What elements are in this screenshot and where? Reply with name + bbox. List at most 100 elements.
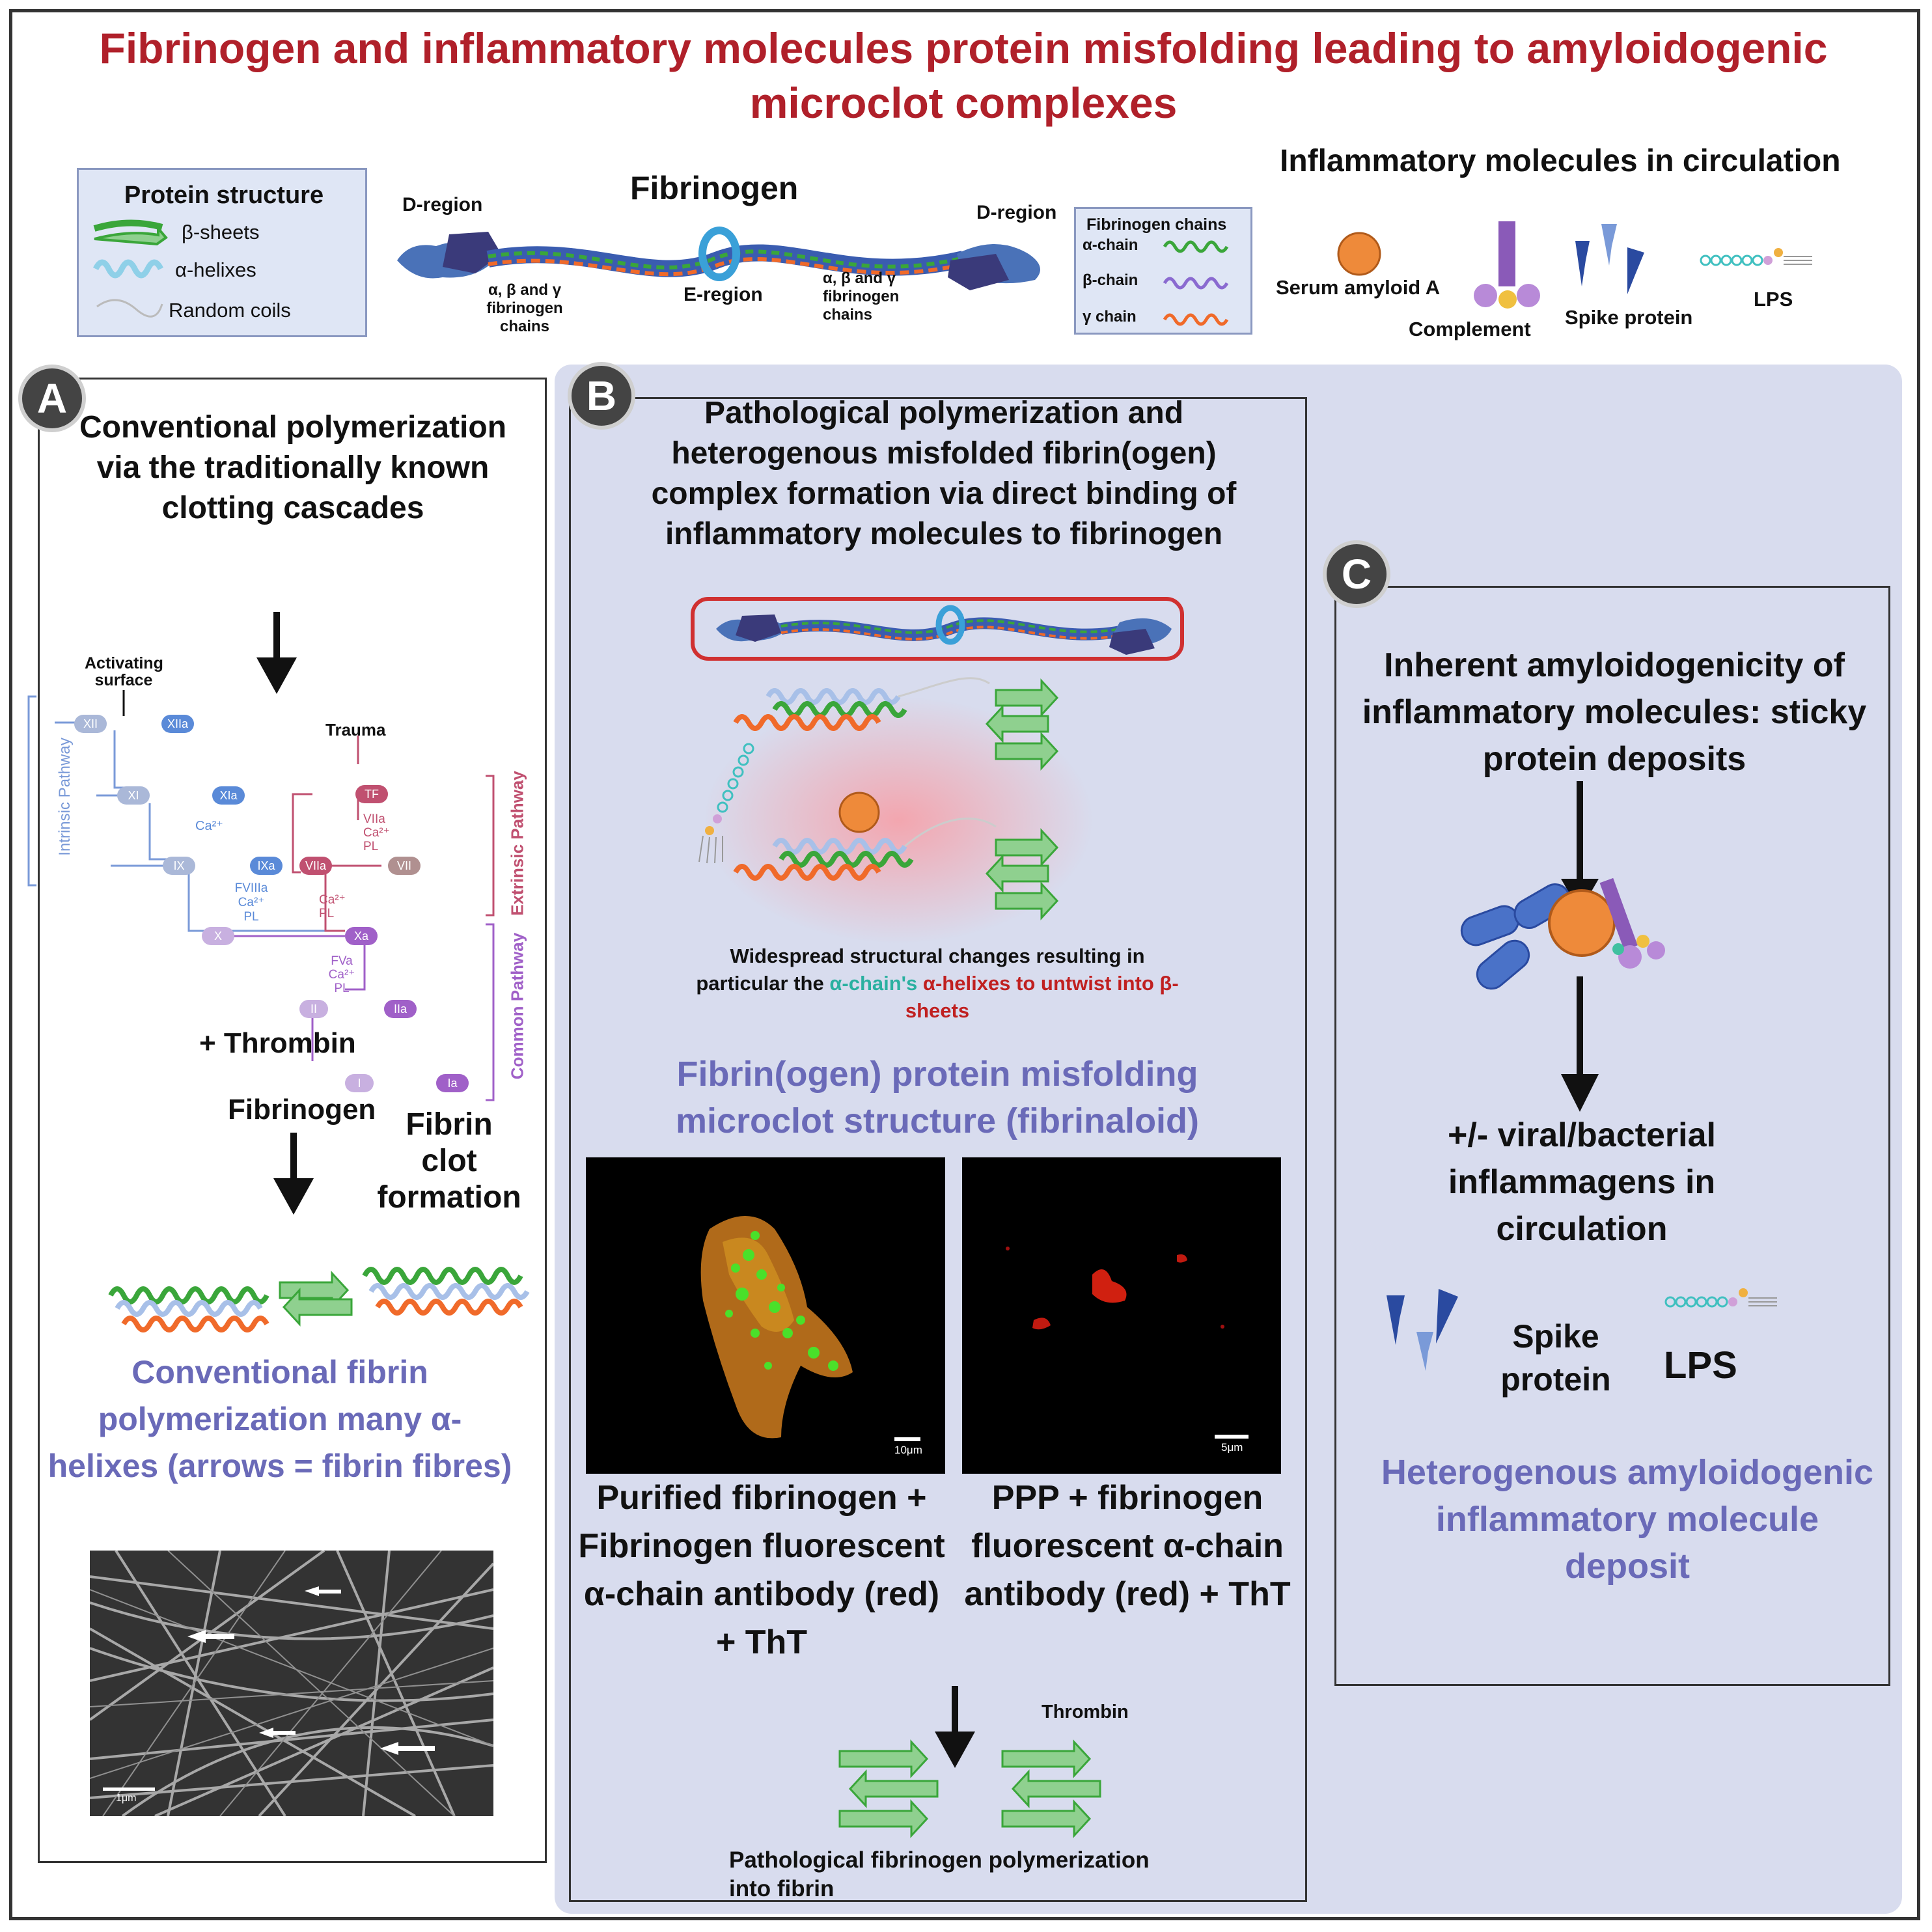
e-region-label: E-region — [683, 284, 763, 305]
factor-xia: XIa — [212, 786, 245, 805]
d-region-left-label: D-region — [402, 194, 483, 215]
protein-structure-heading: Protein structure — [124, 182, 324, 209]
lps-label-c: LPS — [1664, 1344, 1737, 1387]
factor-xii: XII — [74, 715, 107, 733]
structural-change-text: Widespread structural changes resulting … — [625, 943, 1250, 1025]
factor-ix: IX — [163, 857, 195, 875]
spike-protein-label-c: Spike protein — [1500, 1318, 1611, 1398]
inflammatory-heading: Inflammatory molecules in circulation — [1280, 144, 1841, 178]
sem-scale-label: 1μm — [116, 1793, 137, 1804]
extrinsic-pathway-label: Extrinsic Pathway — [507, 771, 527, 916]
figure-title: Fibrinogen and inflammatory molecules pr… — [99, 24, 1828, 127]
serum-amyloid-icon — [1337, 232, 1381, 276]
factor-ia: Ia — [436, 1074, 469, 1092]
panel-a-arrow-1 — [256, 612, 297, 694]
thrombin-label-b: Thrombin — [1042, 1702, 1129, 1722]
thrombin-label: + Thrombin — [199, 1027, 356, 1059]
protein-structure-legend: Protein structure β-sheets α-helixes Ran… — [77, 168, 367, 337]
factor-x: X — [202, 927, 234, 945]
common-pathway-label: Common Pathway — [507, 932, 527, 1080]
lower-fibrinogen-misfold — [733, 818, 1059, 920]
alpha-helix-icon — [92, 259, 164, 279]
panel-b — [569, 397, 1307, 1902]
fluorescence-clot-ppp — [962, 1157, 1281, 1474]
spike-protein-icon-c — [1387, 1289, 1458, 1371]
fibrin-clot-label: Fibrin clot formation — [377, 1107, 521, 1215]
fva-label: FVa Ca²⁺ PL — [328, 954, 355, 995]
fibrinogen-title: Fibrinogen — [630, 170, 799, 206]
beta-chain-label: β-chain — [1083, 271, 1138, 289]
factor-iia: IIa — [384, 1000, 417, 1018]
fluorescence-clot-purified — [586, 1157, 945, 1474]
sem-fibres — [90, 1551, 493, 1816]
fibrinogen-chains-legend: Fibrinogen chains α-chain β-chain γ chai… — [1074, 207, 1252, 335]
random-coil-label: Random coils — [169, 299, 291, 322]
factor-ixa: IXa — [250, 857, 283, 875]
protein-structure-icons — [92, 219, 168, 318]
ppp-scale-label: 5μm — [1221, 1441, 1243, 1454]
panel-c-badge: C — [1323, 540, 1390, 608]
beta-sheet-icon — [93, 219, 168, 246]
serum-amyloid-deposit-icon — [1548, 889, 1616, 957]
calcium-label: Ca²⁺ — [195, 819, 223, 833]
panel-c — [1334, 586, 1890, 1686]
caption-purified: Purified fibrinogen + Fibrinogen fluores… — [578, 1479, 945, 1661]
panel-c-heading: Inherent amyloidogenicity of inflammator… — [1362, 646, 1867, 778]
d-region-right-label: D-region — [976, 202, 1057, 223]
panel-bc-background — [555, 365, 1902, 1914]
spike-protein-cluster — [1460, 883, 1571, 990]
tissue-factor: TF — [355, 785, 388, 803]
factor-ii: II — [299, 1000, 328, 1018]
factor-xi: XI — [117, 786, 150, 805]
factor-i: I — [345, 1074, 374, 1092]
alpha-helix-label: α-helixes — [175, 258, 256, 281]
structural-change-2a: particular the — [696, 972, 830, 995]
pathological-polymerization-label: Pathological fibrinogen polymerization i… — [729, 1847, 1150, 1901]
chains-legend-heading: Fibrinogen chains — [1086, 215, 1227, 234]
untwist-highlight: α-helixes to untwist into β- — [917, 972, 1179, 995]
coagulation-cascade: Activating surface Trauma Intrinsic Path… — [20, 655, 540, 1120]
gamma-chain-label: γ chain — [1083, 308, 1137, 325]
panel-b-heading: Pathological polymerization and heteroge… — [651, 396, 1237, 551]
chains-left-label: α, β and γ fibrinogen chains — [486, 281, 563, 335]
serum-amyloid-label: Serum amyloid A — [1276, 276, 1441, 299]
caption-ppp: PPP + fibrinogen fluorescent α-chain ant… — [964, 1479, 1291, 1613]
spike-protein-icon — [1575, 224, 1644, 294]
random-coil-icon — [96, 299, 163, 318]
upper-fibrinogen-misfold — [733, 677, 1059, 771]
inflammagens-label: +/- viral/bacterial inflammagens in circ… — [1448, 1116, 1716, 1248]
structural-change-line-2: particular the α-chain's α-helixes to un… — [625, 970, 1250, 997]
panel-a-heading: Conventional polymerization via the trad… — [79, 410, 507, 525]
viia-cofactor-label: VIIa Ca²⁺ PL — [363, 812, 390, 853]
panel-a-purple-caption: Conventional fibrin polymerization many … — [48, 1354, 512, 1484]
lps-icon-c — [1664, 1288, 1777, 1308]
factor-xa: Xa — [345, 927, 378, 945]
trauma-label: Trauma — [325, 720, 386, 739]
intrinsic-pathway-label: Intrinsic Pathway — [56, 738, 74, 856]
misfolding-illustration — [698, 677, 1094, 944]
panel-c-purple-caption: Heterogenous amyloidogenic inflammatory … — [1381, 1453, 1874, 1586]
fviiia-label: FVIIIa Ca²⁺ PL — [234, 881, 268, 924]
lps-label: LPS — [1754, 288, 1793, 310]
complement-deposit-icon — [1599, 877, 1665, 969]
lps-icon — [1700, 248, 1812, 266]
conventional-fibrin-helix — [108, 1267, 530, 1332]
pathological-beta-sheets — [838, 1739, 1101, 1838]
sem-fibrin-image: 1μm — [90, 1551, 493, 1816]
structural-change-line-3: sheets — [905, 999, 970, 1022]
fluorescence-image-purified: 10μm — [586, 1157, 945, 1474]
fibrinogen-label-a: Fibrinogen — [228, 1094, 376, 1125]
alpha-chain-label: α-chain — [1083, 236, 1138, 254]
panel-b-purple-caption: Fibrin(ogen) protein misfolding microclo… — [675, 1055, 1200, 1140]
fibrinogen-molecule — [397, 227, 1040, 290]
factor-viia: VIIa — [299, 857, 332, 875]
spike-protein-label: Spike protein — [1565, 306, 1693, 329]
cascade-arrows — [27, 690, 495, 1101]
beta-sheet-label: β-sheets — [182, 221, 260, 243]
lps-bound-icon — [698, 743, 754, 864]
purified-scale-label: 10μm — [894, 1444, 922, 1456]
ca-pl-label: Ca²⁺ PL — [319, 893, 346, 920]
chain-color-swatches — [1163, 240, 1229, 326]
alpha-chain-highlight: α-chain's — [829, 972, 918, 995]
structural-change-line-1: Widespread structural changes resulting … — [730, 945, 1145, 967]
